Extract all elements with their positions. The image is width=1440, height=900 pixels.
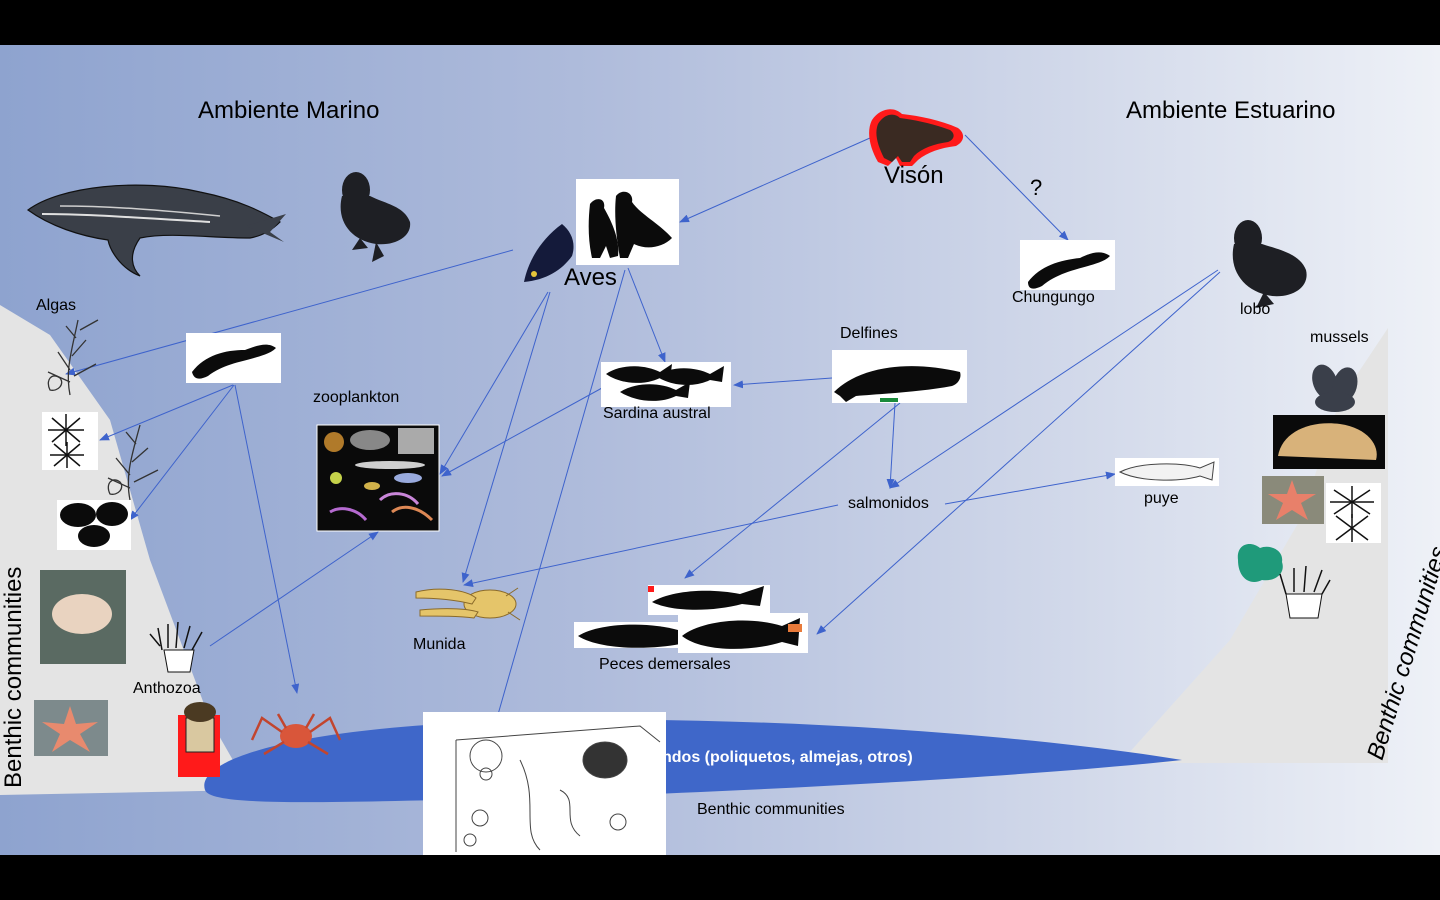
arrow-vison-chungungo — [964, 134, 1069, 241]
arrow-lobo-salmonidos — [889, 269, 1219, 489]
arrow-aves-zooplankton — [439, 291, 549, 475]
label-mussels: mussels — [1310, 329, 1369, 346]
arrow-otter-urchin — [99, 384, 234, 441]
trophic-arrows — [65, 134, 1221, 726]
sea-lion-icon — [340, 172, 411, 262]
bottom-letterbox — [0, 855, 1440, 900]
label-infauna: ndos (poliquetos, almejas, otros) — [662, 749, 913, 766]
label-benthic-left: Benthic communities — [0, 566, 27, 788]
urchin-card — [42, 412, 98, 470]
shark-icon — [652, 586, 764, 610]
anemone-icon — [1279, 565, 1331, 619]
arrow-anthozoa-zooplankton — [209, 531, 379, 647]
whale-icon — [26, 184, 286, 277]
sea-lion-icon — [1232, 220, 1307, 308]
seaweed-icon — [107, 424, 159, 501]
arrow-aves-sardina — [627, 267, 666, 363]
arrow-aves-infauna — [493, 269, 626, 726]
food-web-slide: Ambiente Marino Ambiente Estuarino Visón… — [0, 45, 1440, 855]
seaweed-icon — [47, 319, 99, 396]
arrow-penguin-algas — [65, 249, 514, 376]
label-chungungo: Chungungo — [1012, 289, 1095, 306]
label-peces-demersales: Peces demersales — [599, 656, 731, 673]
arrow-salmonidos-munida — [463, 504, 839, 588]
clam-icon — [1278, 423, 1377, 460]
mussel-icon — [1312, 364, 1358, 412]
starfish-icon — [1268, 480, 1316, 520]
label-puye: puye — [1144, 490, 1179, 507]
starfish-icon — [42, 706, 98, 752]
arrow-vison-aves — [679, 137, 871, 223]
puye-icon — [1118, 461, 1215, 481]
urchin-icon — [48, 414, 84, 468]
title-marine: Ambiente Marino — [198, 97, 380, 124]
label-anthozoa: Anthozoa — [133, 680, 201, 697]
otter-icon — [1028, 252, 1110, 289]
fish-icon — [578, 624, 680, 648]
food-web-diagram — [0, 109, 1388, 855]
coral-icon — [1237, 544, 1283, 582]
red-mark — [648, 586, 654, 592]
arrow-delfines-salmonidos — [886, 402, 896, 489]
arrow-lobo-demersales — [816, 271, 1221, 635]
mussel-icon — [60, 502, 128, 547]
orange-mark — [788, 624, 802, 632]
label-delfines: Delfines — [840, 325, 898, 342]
arrow-salmonidos-puye — [944, 471, 1116, 505]
right-benthic-slope — [1120, 328, 1388, 763]
green-mark — [880, 398, 898, 402]
label-lobo: lobo — [1240, 301, 1271, 318]
anemone-icon — [149, 621, 203, 673]
crab-icon — [250, 713, 342, 756]
infauna-sketch — [455, 725, 661, 852]
top-letterbox — [0, 0, 1440, 45]
arrow-otter-mussel — [129, 384, 235, 521]
arrow-delfines-sardina — [733, 377, 833, 389]
fish-icon — [682, 618, 800, 649]
infauna-drawing — [423, 712, 666, 855]
label-question: ? — [1030, 175, 1043, 200]
mink-icon — [869, 109, 964, 166]
urchin-icon — [1330, 486, 1374, 542]
label-algas: Algas — [36, 297, 77, 314]
penguin-icon — [524, 224, 574, 282]
label-vison: Visón — [884, 162, 944, 189]
label-aves: Aves — [564, 264, 617, 291]
arrow-aves-munida — [461, 291, 551, 583]
anemone-icon — [184, 702, 216, 753]
dolphin-icon — [834, 366, 961, 402]
zooplankton-icon — [324, 428, 434, 522]
nudibranch-body — [52, 594, 112, 634]
bird-icon — [588, 191, 672, 258]
title-estuarine: Ambiente Estuarino — [1126, 97, 1336, 124]
arrow-sardina-zooplankton — [441, 387, 603, 477]
label-salmonidos: salmonidos — [848, 495, 929, 512]
munida-icon — [415, 587, 521, 621]
fish-school-icon — [606, 364, 724, 401]
label-benthic-bottom: Benthic communities — [697, 801, 845, 818]
arrow-otter-crab — [234, 384, 300, 694]
label-zooplankton: zooplankton — [313, 389, 400, 406]
arrow-delfines-demersales — [684, 402, 901, 579]
label-munida: Munida — [413, 636, 466, 653]
otter-icon — [192, 344, 276, 379]
label-sardina: Sardina austral — [603, 405, 711, 422]
